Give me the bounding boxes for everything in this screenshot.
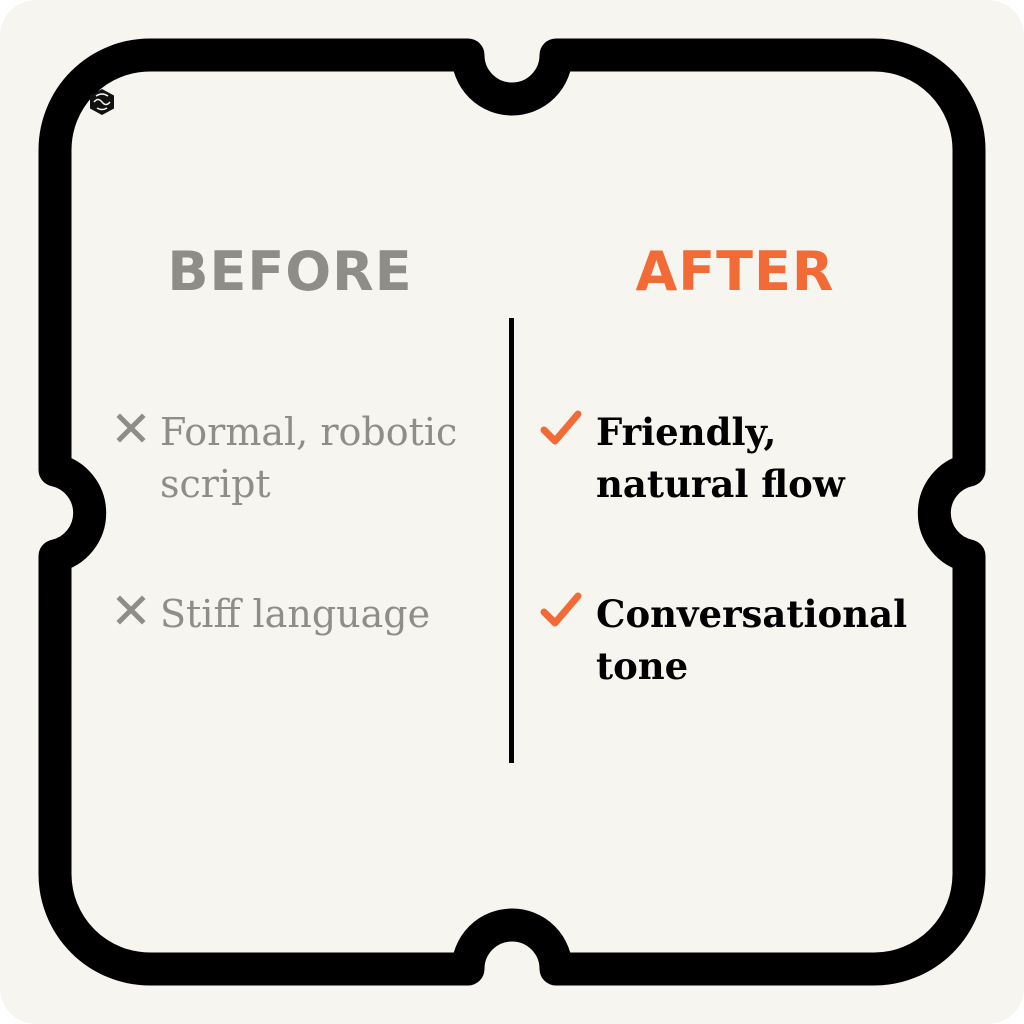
checkmark-icon [540, 588, 584, 632]
after-item-label: Friendly, natural flow [596, 410, 845, 506]
after-heading: AFTER [635, 240, 835, 303]
before-item-label: Stiff language [160, 592, 431, 636]
before-item-label: Formal, robotic script [160, 410, 458, 506]
divider [509, 318, 514, 763]
cube-logo-icon [90, 89, 114, 115]
after-item-label: Conversational tone [596, 592, 908, 688]
after-item: Friendly, natural flow [540, 406, 896, 510]
before-item: Formal, robotic script [116, 406, 460, 510]
x-mark-icon [116, 588, 160, 632]
before-item: Stiff language [116, 588, 500, 640]
before-heading: BEFORE [167, 240, 413, 303]
after-item: Conversational tone [540, 588, 936, 692]
x-mark-icon [116, 406, 160, 450]
checkmark-icon [540, 406, 584, 450]
